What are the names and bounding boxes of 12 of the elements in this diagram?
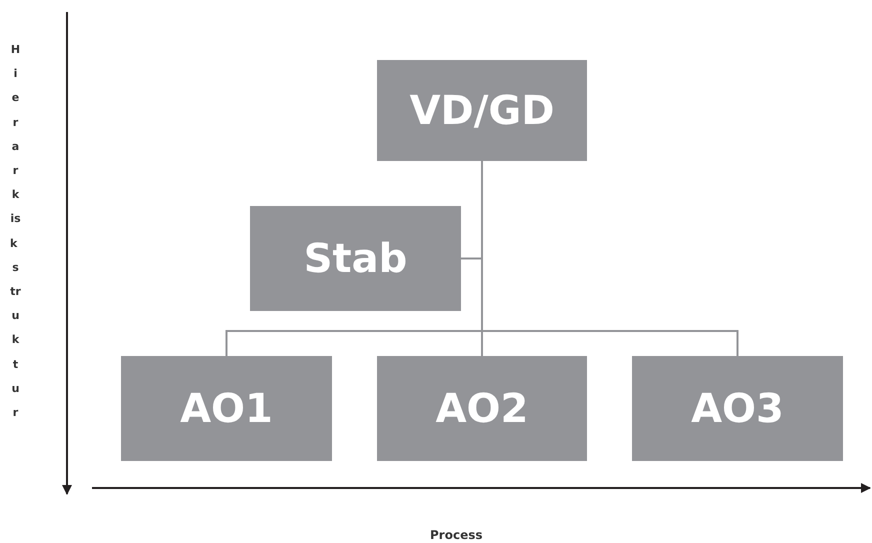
box-label: AO2: [436, 386, 528, 432]
org-box: [377, 356, 587, 461]
axis-label: Hierarkisk struktur: [10, 42, 21, 422]
org-box: [121, 356, 332, 461]
org-box: [250, 206, 461, 311]
box-label: Stab: [304, 236, 408, 282]
org-box: [632, 356, 843, 461]
box-label: VD/GD: [410, 88, 554, 134]
box-label: AO3: [691, 386, 784, 432]
axis-label: Process: [430, 528, 482, 542]
org-box: [377, 60, 587, 161]
box-label: AO1: [180, 386, 273, 432]
